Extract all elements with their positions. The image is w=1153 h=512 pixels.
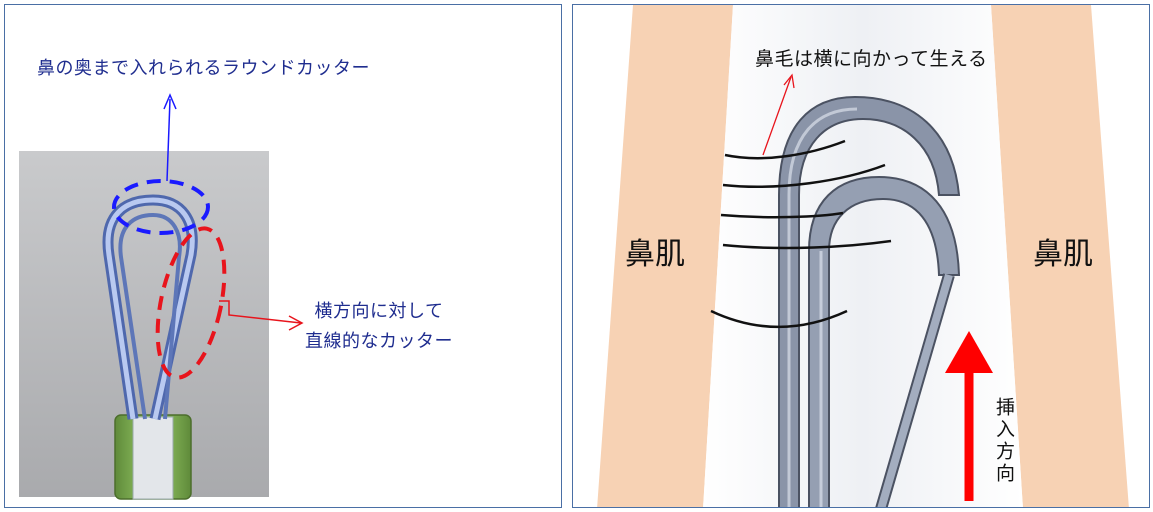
- left-panel: 鼻の奥まで入れられるラウンドカッター 横方向に対して 直線的なカッター: [4, 4, 562, 508]
- cutter-loop-highlight: [105, 197, 195, 420]
- nose-hair: [722, 163, 886, 188]
- straight-label-arrow: [219, 300, 302, 324]
- right-panel: 鼻毛は横に向かって生える 鼻肌 鼻肌 挿入方向: [572, 4, 1150, 508]
- straight-cutter-label-line1: 横方向に対して: [314, 301, 444, 322]
- nose-skin-left: [597, 5, 733, 507]
- cutter-front: [808, 175, 961, 507]
- nose-hair-label: 鼻毛は横に向かって生える: [755, 48, 988, 70]
- straight-edge-highlight: [155, 226, 227, 380]
- nose-skin-right-label: 鼻肌: [1033, 237, 1093, 272]
- insertion-diagram: [597, 5, 1129, 507]
- round-cutter-label: 鼻の奥まで入れられるラウンドカッター: [37, 58, 370, 79]
- handle-insert: [132, 416, 174, 500]
- straight-label-arrowhead: [288, 315, 304, 331]
- cutter-loop-inner: [118, 212, 182, 420]
- straight-cutter-label: 横方向に対して 直線的なカッター: [305, 297, 453, 357]
- nasal-cavity: [703, 5, 1023, 507]
- nose-hair: [724, 139, 846, 160]
- straight-cutter-label-line2: 直線的なカッター: [305, 331, 453, 352]
- nose-hair: [710, 309, 848, 329]
- round-tip-highlight: [112, 179, 210, 235]
- nose-hair: [720, 211, 844, 219]
- round-label-arrowhead: [163, 93, 177, 110]
- nose-hair: [722, 239, 892, 250]
- insertion-arrow-head: [945, 331, 993, 373]
- hair-label-arrow: [762, 76, 792, 156]
- insertion-direction-label: 挿入方向: [993, 397, 1015, 485]
- nose-skin-right: [991, 5, 1129, 507]
- cutter-back: [778, 95, 961, 507]
- cutter-back-highlight: [787, 107, 858, 507]
- round-label-arrow: [166, 98, 171, 182]
- cutter-front-arm-face: [877, 273, 953, 507]
- nose-skin-left-label: 鼻肌: [625, 237, 685, 272]
- hair-label-arrowhead: [783, 73, 795, 89]
- round-cutter-render: [19, 93, 304, 500]
